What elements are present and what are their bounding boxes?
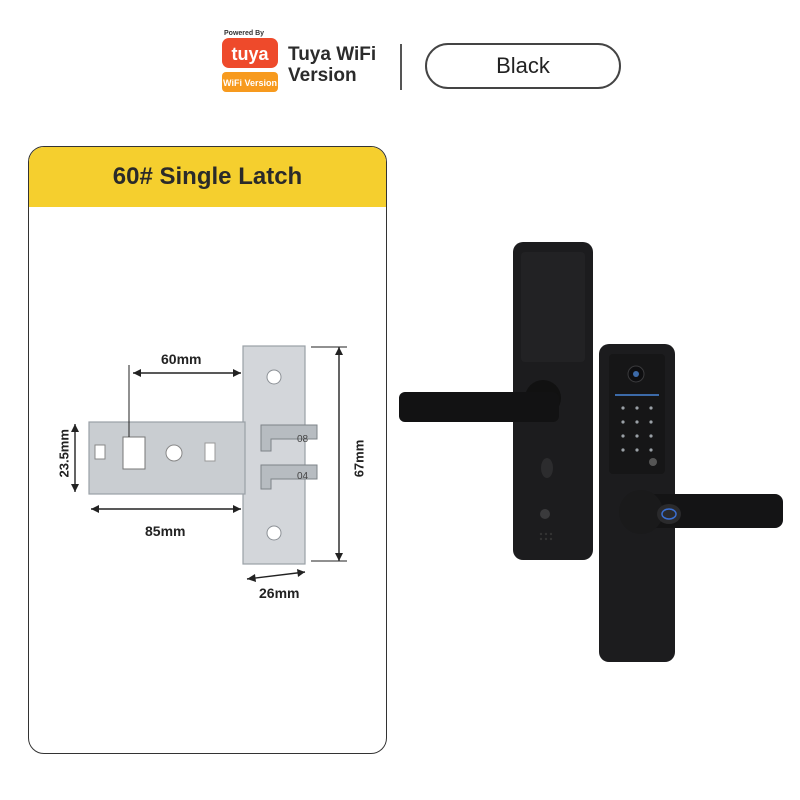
doorbell-icon (649, 458, 657, 466)
tuya-logo-icon: tuya WiFi Version (222, 38, 278, 92)
color-option-button[interactable]: Black (425, 43, 621, 89)
dim-total-length: 85mm (145, 523, 186, 539)
latch-spec-card: 60# Single Latch 08 04 (28, 146, 387, 754)
key-cover-icon (541, 458, 553, 478)
smart-lock-image (399, 242, 783, 662)
latch-diagram: 08 04 (71, 345, 347, 582)
plate-mark-top: 08 (297, 434, 309, 445)
card-title: 60# Single Latch (29, 147, 386, 207)
powered-by-label: Powered By (224, 30, 265, 37)
dim-faceplate-width: 26mm (259, 585, 300, 601)
keypad-icon (615, 394, 659, 452)
fingerprint-icon (657, 504, 681, 524)
plate-mark-bottom: 04 (297, 471, 309, 482)
tuya-logo-badge: WiFi Version (223, 78, 277, 88)
back-handle (399, 392, 559, 422)
version-title: Tuya WiFi Version (288, 44, 377, 86)
tuya-logo-brand: tuya (231, 44, 269, 64)
dim-height: 23.5mm (56, 429, 72, 478)
dim-faceplate-height: 67mm (351, 439, 367, 478)
header-divider (400, 44, 402, 90)
speaker-grill (539, 532, 553, 541)
dim-backset: 60mm (161, 351, 202, 367)
